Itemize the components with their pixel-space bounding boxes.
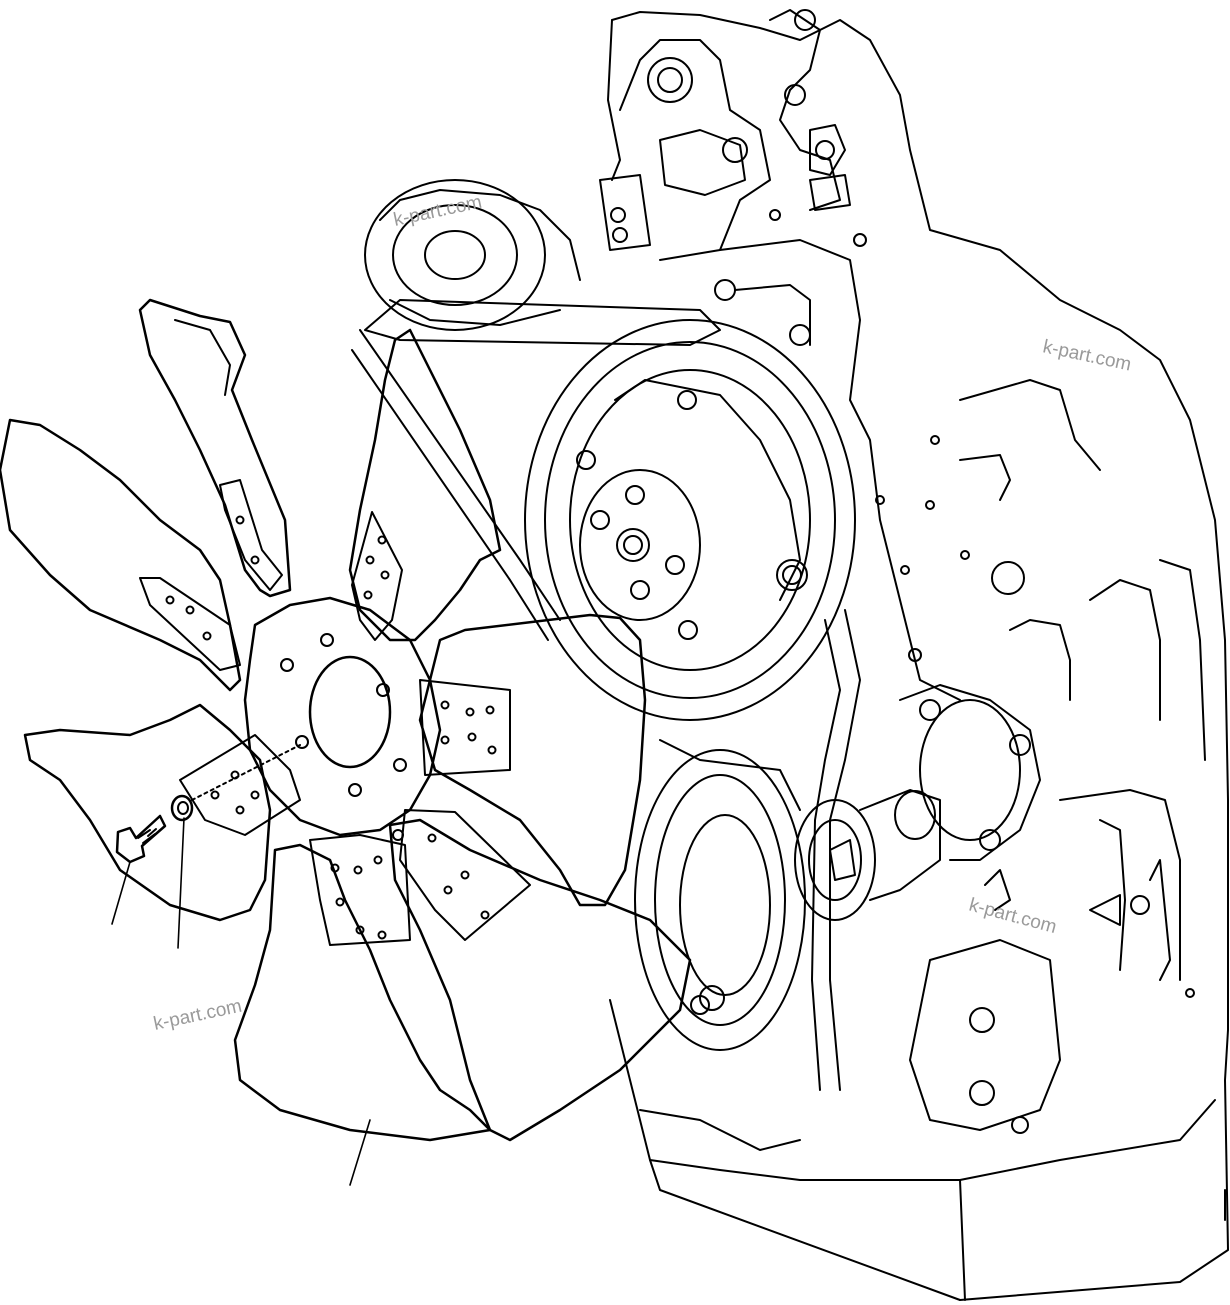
watermark-text: k-part.com (392, 192, 484, 231)
assembly-guide-line (191, 744, 301, 801)
watermark-text: k-part.com (967, 895, 1059, 939)
washer-leader-line (177, 817, 185, 949)
callout-leaders (111, 817, 371, 1186)
bolt-leader-line (111, 861, 131, 925)
watermark-text: k-part.com (152, 996, 244, 1035)
washer-icon (170, 794, 194, 822)
watermark-text: k-part.com (1041, 336, 1133, 375)
bolt-icon (115, 814, 167, 864)
fan-leader-line (349, 1119, 371, 1186)
engine-icon (351, 9, 1229, 1301)
fan-icon (0, 298, 692, 1142)
